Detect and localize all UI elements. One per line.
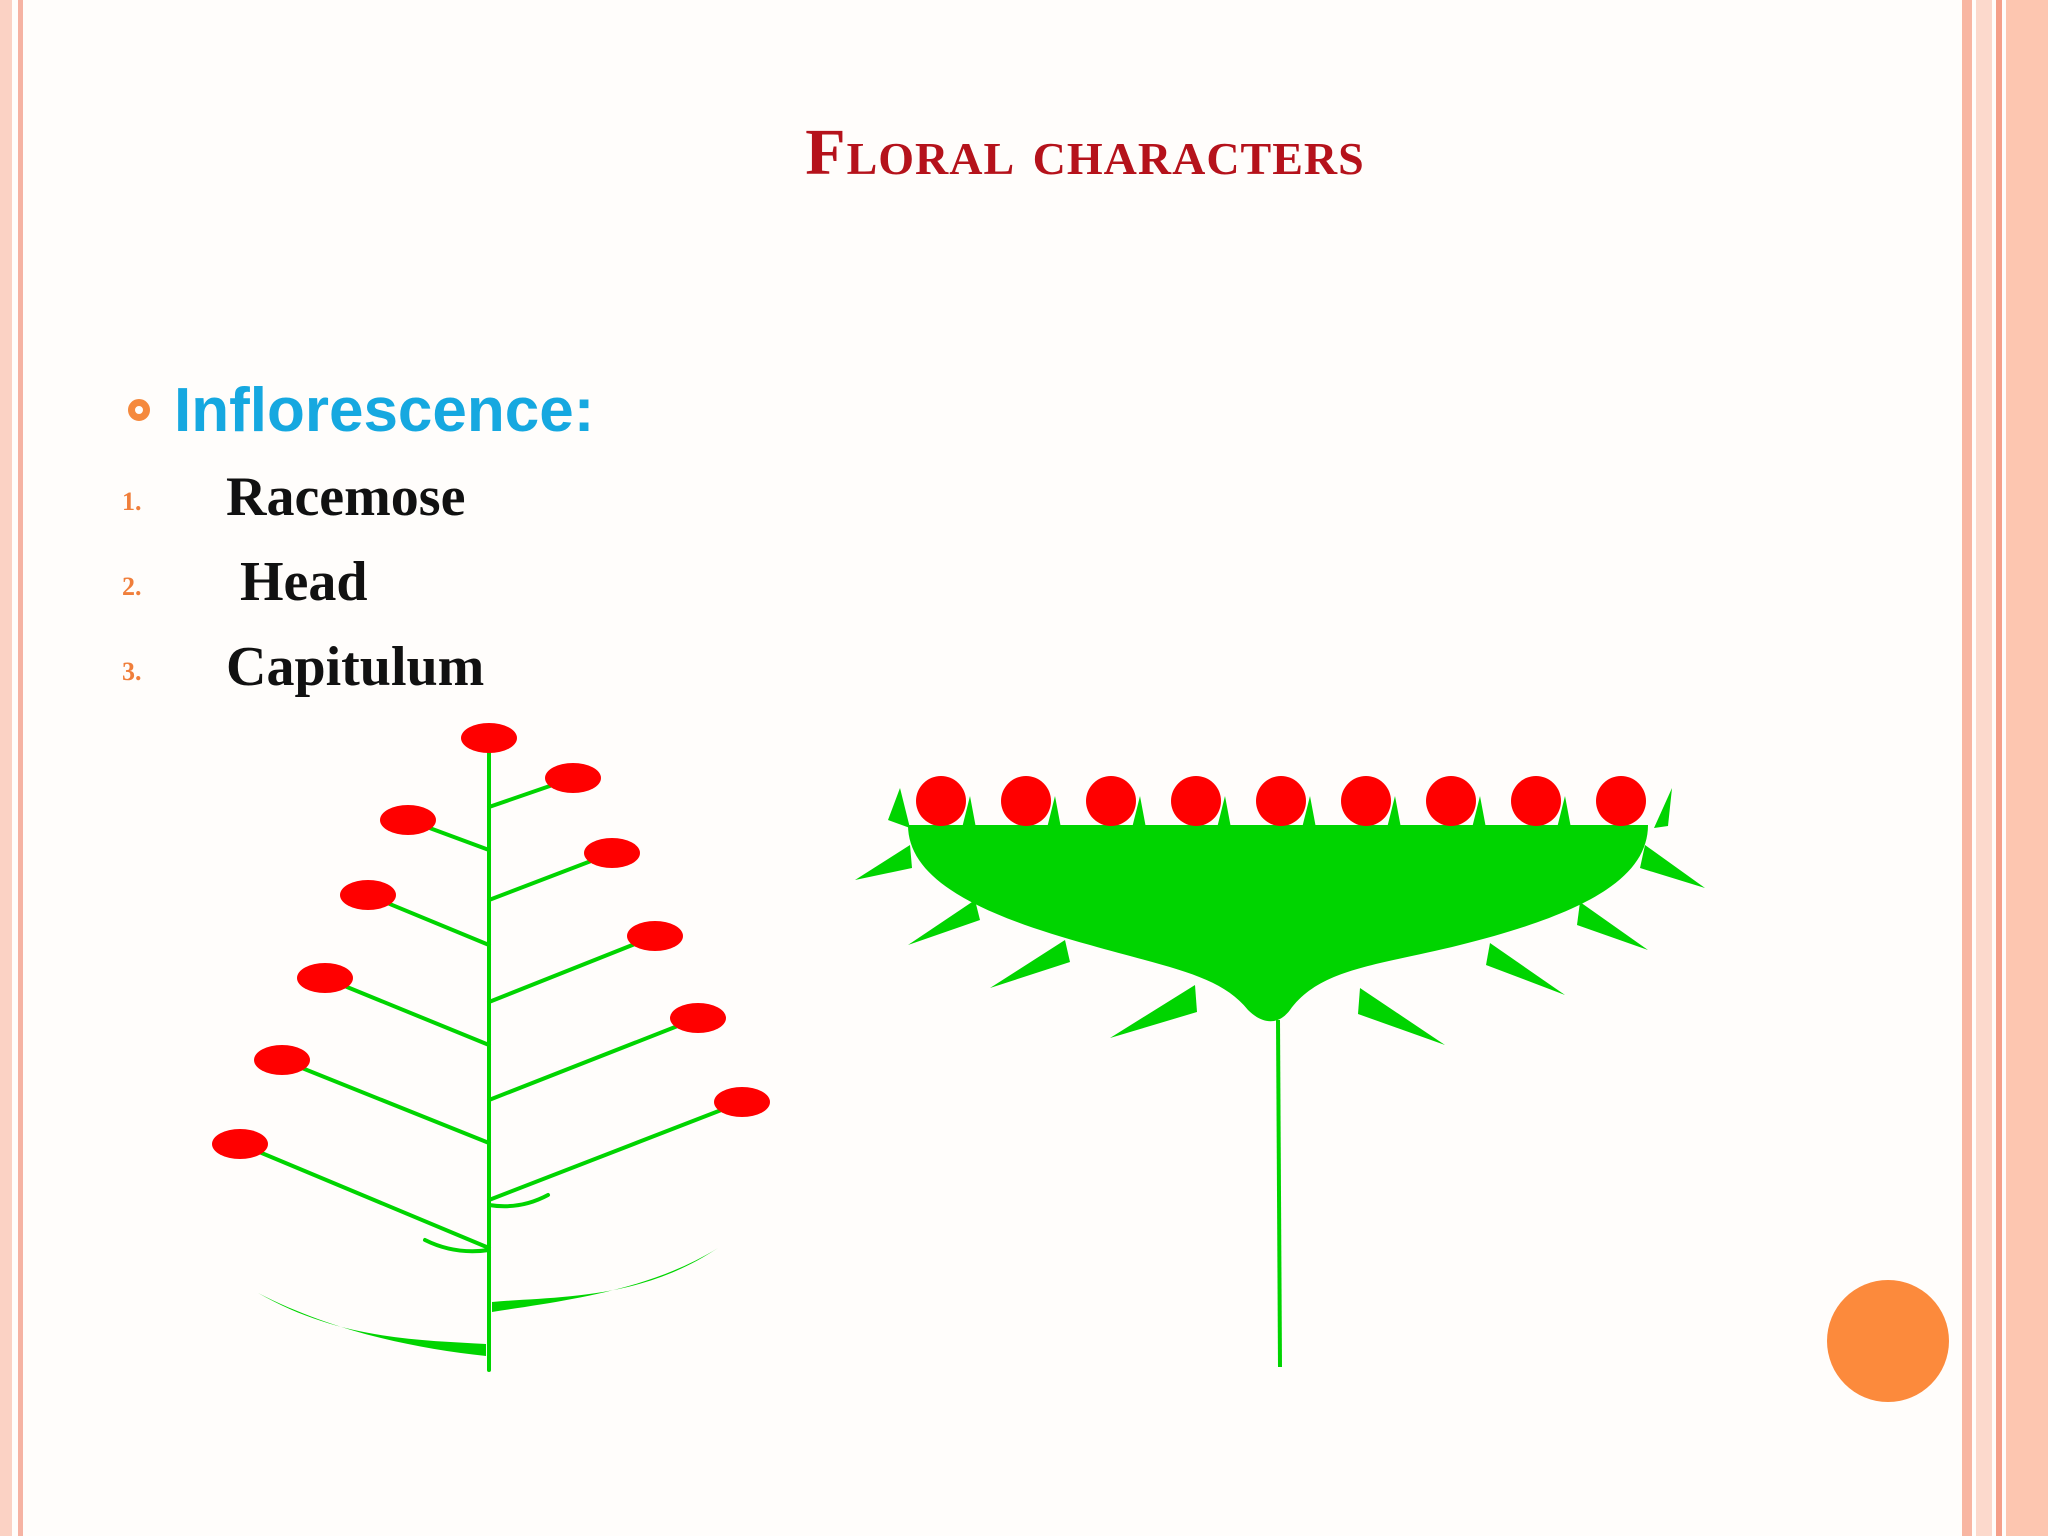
list-number: 2. [122,572,142,601]
right-border-line [1962,0,1972,1536]
capitulum-scale [962,796,976,828]
racemose-flower [584,838,640,868]
capitulum-floret [1341,776,1391,826]
slide-title: Floral characters [805,116,1365,189]
racemose-bract [423,1238,491,1254]
racemose-pedicel [487,934,657,1004]
capitulum-bract [855,845,912,880]
capitulum-bracts [855,788,1705,1045]
capitulum-bract [908,900,980,945]
capitulum-scale [1387,796,1401,828]
capitulum-floret [1171,776,1221,826]
capitulum-floret [1511,776,1561,826]
capitulum-floret [916,776,966,826]
capitulum-floret [1086,776,1136,826]
racemose-pedicel [323,976,491,1047]
capitulum-scale [1472,796,1486,828]
capitulum-floret [1596,776,1646,826]
racemose-flower [212,1129,268,1159]
racemose-flower [340,880,396,910]
racemose-pedicel [487,1100,744,1202]
left-border-stripe [0,0,12,1536]
capitulum-scales [962,796,1571,828]
racemose-flower [461,723,517,753]
left-border-line [18,0,23,1536]
capitulum-scale [1217,796,1231,828]
racemose-flower [714,1087,770,1117]
decorative-circle [1827,1280,1949,1402]
list-text: Head [240,551,368,613]
racemose-branches [238,743,744,1372]
capitulum-scale [1302,796,1316,828]
capitulum-bract [1486,943,1565,995]
capitulum-florets [916,776,1646,826]
capitulum-bract [1577,902,1648,950]
right-border-stripe [1976,0,1992,1536]
capitulum-bract [888,788,910,828]
right-border-band [2006,0,2048,1536]
capitulum-floret [1256,776,1306,826]
section-heading: Inflorescence: [128,370,594,450]
capitulum-bract [1654,788,1672,828]
capitulum-floret [1426,776,1476,826]
racemose-illustration [212,723,770,1372]
list-text: Racemose [226,466,466,528]
right-border-line-2 [1996,0,2002,1536]
list-number: 1. [122,487,142,516]
racemose-pedicel [280,1058,491,1145]
list-number: 3. [122,657,142,686]
ring-bullet-icon [128,399,150,421]
racemose-flower [627,921,683,951]
capitulum-scale [1557,796,1571,828]
capitulum-bract [1110,985,1197,1038]
racemose-flowers [212,723,770,1159]
section-label: Inflorescence: [174,375,595,445]
capitulum-scale [1132,796,1146,828]
racemose-flower [380,805,436,835]
racemose-pedicel [238,1142,491,1250]
racemose-pedicel [487,1016,700,1102]
capitulum-bract [990,940,1070,988]
racemose-leaves [258,1248,718,1356]
capitulum-bract [1640,845,1705,888]
racemose-flower [297,963,353,993]
list-text: Capitulum [226,636,485,698]
capitulum-illustration [855,776,1705,1368]
racemose-flower [670,1003,726,1033]
racemose-bract [487,1193,550,1209]
racemose-leaf-right [492,1248,718,1312]
capitulum-receptacle [908,825,1648,1022]
racemose-leaf-left [258,1293,486,1356]
capitulum-peduncle [1276,1019,1282,1368]
capitulum-floret [1001,776,1051,826]
racemose-flower [545,763,601,793]
racemose-flower [254,1045,310,1075]
capitulum-scale [1047,796,1061,828]
capitulum-bract [1358,988,1445,1045]
